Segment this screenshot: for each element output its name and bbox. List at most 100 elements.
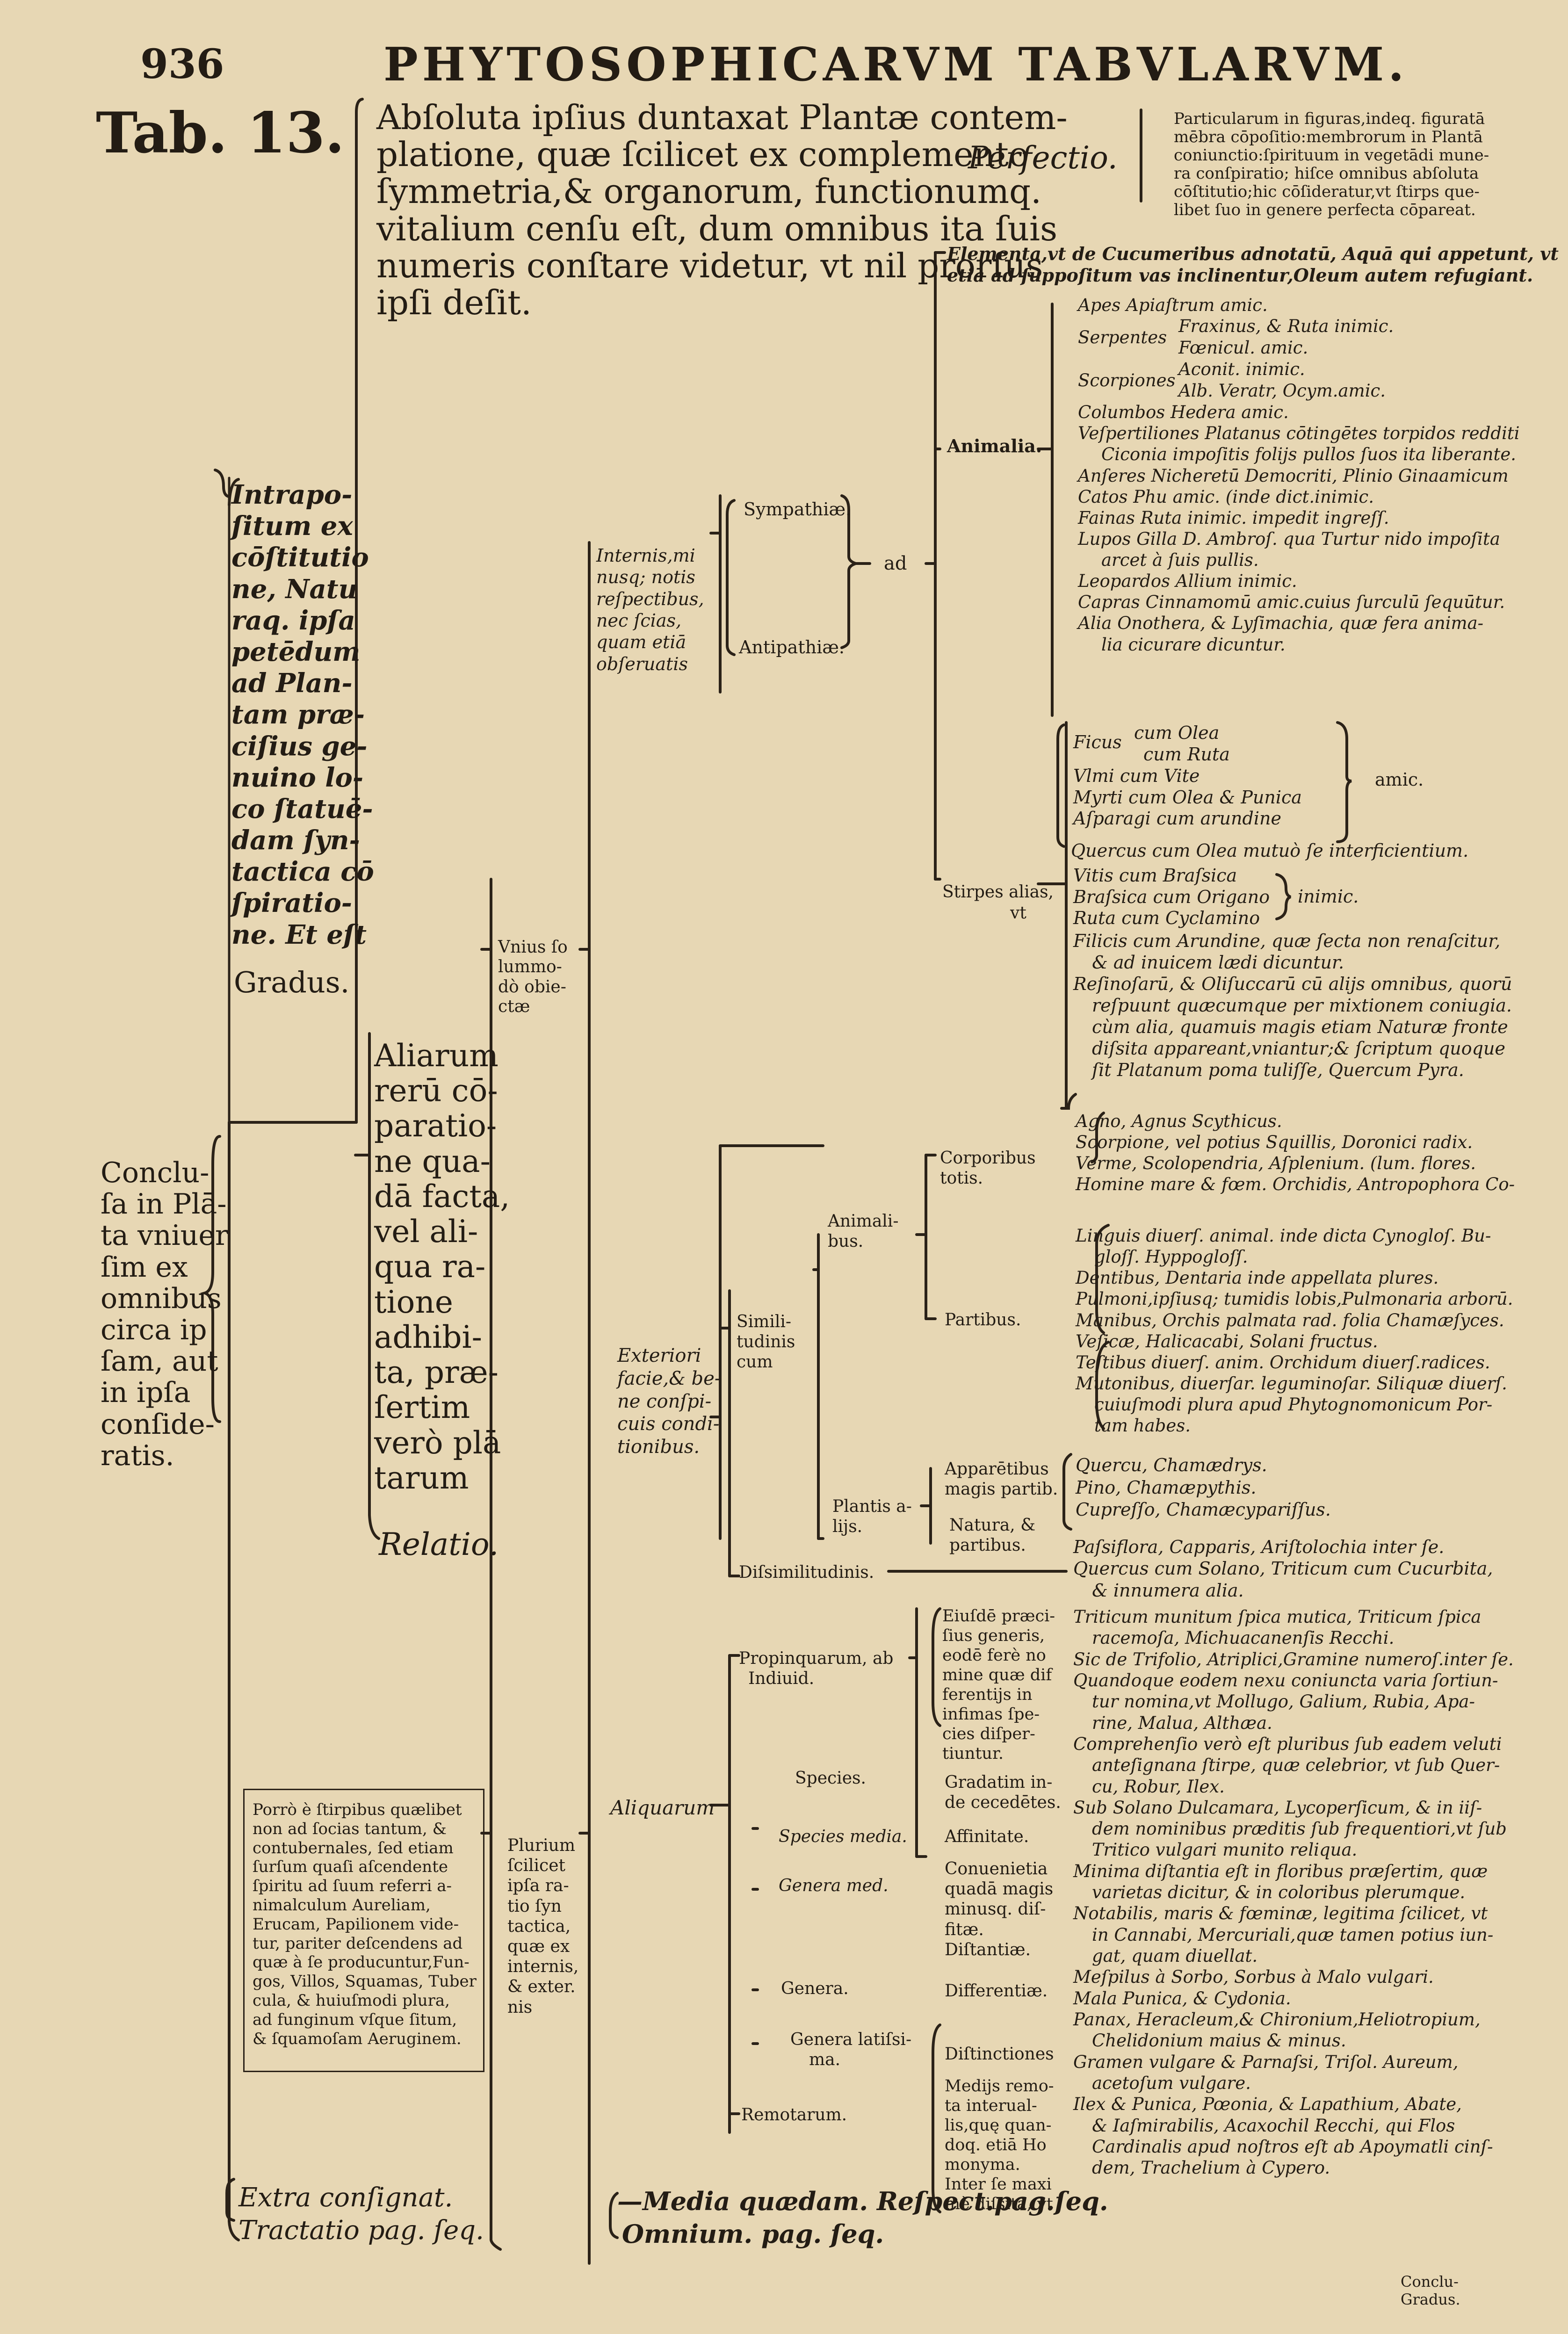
plantis-label: Plantis a- lijs. bbox=[832, 1496, 912, 1537]
partibus-label: Partibus. bbox=[945, 1310, 1021, 1330]
intrapositum-line: tactica cō bbox=[231, 856, 374, 888]
animalia-entry-head: Serpentes bbox=[1078, 327, 1167, 348]
plantis-app-line: Apparētibus bbox=[945, 1460, 1049, 1479]
absoluta-line: platione, quæ ſcilicet ex complemento bbox=[376, 135, 1029, 174]
stirpes-amic: amic. bbox=[1375, 769, 1424, 790]
animalia-entry: Anſeres Nicheretū Democriti, Plinio Gina… bbox=[1078, 465, 1509, 486]
elementa-line: etiā ad ſuppoſitum vas inclinentur,Oleum… bbox=[947, 264, 1533, 286]
right-entry: dem, Trachelium à Cypero. bbox=[1092, 2158, 1330, 2178]
stirpes-amic-line: Myrti cum Olea & Punica bbox=[1073, 787, 1302, 808]
right-entry: Sic de Trifolio, Atriplici,Gramine numer… bbox=[1073, 1649, 1514, 1669]
plurium-line: internis, bbox=[507, 1957, 579, 1977]
corporibus-entries: Agno, Agnus Scythicus. Scorpione, vel po… bbox=[1076, 1111, 1515, 1195]
footer-line-1: Conclu- bbox=[1401, 2273, 1459, 2291]
aliarum-line: adhibi- bbox=[374, 1319, 482, 1355]
plurium-line: & exter. bbox=[507, 1977, 576, 1997]
medijs-line: Inter ſe maxi bbox=[945, 2175, 1052, 2194]
stirpes-amic-sub: cum Olea bbox=[1134, 723, 1220, 743]
absoluta-block: Abſoluta ipſius duntaxat Plantæ contem- … bbox=[376, 99, 1068, 321]
plantis-line: Plantis a- bbox=[832, 1497, 912, 1516]
sympathiae-label: Sympathiæ. bbox=[744, 499, 852, 520]
animalia-entry: Ciconia impoſitis folijs pullos ſuos ita… bbox=[1101, 444, 1516, 465]
internis-block: Internis,mi nusq; notis reſpectibus, nec… bbox=[596, 545, 704, 675]
aliarum-block: Aliarum rerū cō- paratio- ne qua- dā fac… bbox=[374, 1038, 510, 1496]
animalia-entry-head: Scorpiones bbox=[1078, 370, 1176, 391]
stirpes-vt: vt bbox=[1010, 903, 1026, 923]
root-line: Conclu- bbox=[101, 1156, 210, 1189]
propinquarum-line: Propinquarum, ab bbox=[739, 1649, 894, 1668]
aliarum-line: ne qua- bbox=[374, 1143, 491, 1179]
dissimilitudinis-entry: & innumera alia. bbox=[1092, 1580, 1244, 1601]
partibus-entry: cuiuſmodi plura apud Phytognomonicum Por… bbox=[1094, 1395, 1493, 1415]
right-entry: tur nomina,vt Mollugo, Galium, Rubia, Ap… bbox=[1092, 1691, 1475, 1712]
aliarum-line: qua ra- bbox=[374, 1249, 486, 1285]
porro-line: contubernales, ſed etiam bbox=[253, 1838, 454, 1857]
aliarum-line: Aliarum bbox=[374, 1038, 499, 1074]
perfectio-note-line: ra conſpiratio; hiſce omnibus abſoluta bbox=[1174, 164, 1479, 183]
animalibus-line: bus. bbox=[828, 1232, 864, 1251]
genera-label: Genera. bbox=[781, 1979, 849, 1998]
plantis-entries: Quercu, Chamædrys. Pino, Chamæpythis. Cu… bbox=[1076, 1454, 1331, 1521]
right-entry: Ilex & Punica, Pœonia, & Lapathium, Abat… bbox=[1073, 2094, 1462, 2115]
corporibus-line: totis. bbox=[940, 1169, 983, 1188]
right-entry: Triticum munitum ſpica mutica, Triticum … bbox=[1073, 1607, 1481, 1627]
animalia-list: Apes Apiaſtrum amic. Serpentes Fraxinus,… bbox=[1078, 295, 1520, 655]
root-line: ſim ex bbox=[101, 1250, 188, 1284]
aliquarum-label: Aliquarum bbox=[610, 1796, 715, 1819]
medijs-line: monyma. bbox=[945, 2155, 1020, 2174]
porro-line: nimalculum Aureliam, bbox=[253, 1895, 431, 1915]
stirpes-label: Stirpes alias, bbox=[942, 882, 1054, 902]
medijs-line: ta interual- bbox=[945, 2096, 1037, 2115]
perfectio-note-line: mēbra cōpoſitio:membrorum in Plantā bbox=[1174, 128, 1483, 147]
right-lower-entries: Triticum munitum ſpica mutica, Triticum … bbox=[1073, 1606, 1514, 2178]
similitudinis-line: tudinis bbox=[737, 1332, 795, 1352]
right-entry: Panax, Heracleum,& Chironium,Heliotropiu… bbox=[1073, 2009, 1481, 2030]
conuen-line: Conuenietia bbox=[945, 1859, 1048, 1879]
remotarum-medijs: Medijs remo- ta interual- lis,quę quan- … bbox=[945, 2076, 1054, 2214]
stirpes-rest-line: cùm alia, quamuis magis etiam Naturæ fro… bbox=[1092, 1016, 1508, 1037]
aliarum-line: ta, præ- bbox=[374, 1354, 499, 1391]
vnius-line: lummo- bbox=[498, 957, 562, 977]
animalia-entry: Capras Cinnamomū amic.cuius ſurculū ſequ… bbox=[1078, 592, 1505, 613]
right-entry: Notabilis, maris & fœminæ, legitima ſcil… bbox=[1073, 1903, 1488, 1924]
stirpes-inimic-line: Braſsica cum Origano bbox=[1073, 886, 1270, 907]
right-entry: gat, quam diuellat. bbox=[1092, 1946, 1258, 1966]
corporibus-line: Corporibus bbox=[940, 1149, 1036, 1168]
extra-line-2: Tractatio pag. ſeq. bbox=[238, 2215, 484, 2246]
eiusde-line: cies diſper- bbox=[942, 1725, 1035, 1743]
eiusde-line: ſius generis, bbox=[942, 1626, 1045, 1645]
right-entry: cu, Robur, Ilex. bbox=[1092, 1776, 1225, 1797]
right-entry: dem nominibus præditis ſub frequentiori,… bbox=[1092, 1819, 1507, 1839]
plantis-app-line: magis partib. bbox=[945, 1480, 1058, 1499]
porro-line: ſurſum quaſi aſcendente bbox=[253, 1857, 448, 1877]
animalia-entry: Leopardos Allium inimic. bbox=[1078, 571, 1297, 592]
eiusde-line: infimas ſpe- bbox=[942, 1705, 1040, 1724]
genera-lat-label: Genera latiſsi- ma. bbox=[790, 2030, 911, 2070]
eiusde-line: mine quæ dif bbox=[942, 1666, 1052, 1684]
intrapositum-line: cōſtitutio bbox=[231, 542, 369, 573]
animalia-entry: arcet à ſuis pullis. bbox=[1101, 550, 1259, 570]
plurium-block: Plurium ſcilicet ipſa ra- tio ſyn tactic… bbox=[507, 1835, 578, 2017]
intrapositum-line: dam ſyn- bbox=[231, 825, 360, 856]
species-media-label: Species media. bbox=[779, 1827, 907, 1846]
exteriori-line: facie,& be- bbox=[617, 1367, 721, 1389]
stirpes-inimic-line: Ruta cum Cyclamino bbox=[1073, 908, 1260, 929]
intrapositum-line: ne. Et eſt bbox=[231, 919, 367, 950]
footer-catchword: Conclu- Gradus. bbox=[1401, 2273, 1460, 2309]
absoluta-line: Abſoluta ipſius duntaxat Plantæ contem- bbox=[376, 98, 1068, 137]
plantis-entry: Cupreſſo, Chamæcypariſſus. bbox=[1076, 1499, 1331, 1520]
animalia-entry: Catos Phu amic. (inde dict.inimic. bbox=[1078, 486, 1374, 507]
perfectio-label: Perfectio. bbox=[968, 140, 1118, 176]
porro-line: quæ à ſe producuntur,Fun- bbox=[253, 1953, 470, 1972]
plurium-line: Plurium bbox=[507, 1836, 575, 1855]
propinquarum-line: Indiuid. bbox=[748, 1669, 815, 1689]
stirpes-amic-sub: cum Ruta bbox=[1143, 744, 1230, 765]
eiusde-line: ferentijs in bbox=[942, 1685, 1033, 1704]
porro-note: Porrò è ſtirpibus quælibet non ad ſocias… bbox=[253, 1800, 477, 2048]
aliarum-line: ſertim bbox=[374, 1389, 470, 1426]
porro-line: gos, Villos, Squamas, Tuber bbox=[253, 1972, 477, 1991]
root-line: conſide- bbox=[101, 1408, 215, 1441]
extra-consignat: Extra conſignat. Tractatio pag. ſeq. bbox=[238, 2182, 484, 2247]
intrapositum-line: ſitum ex bbox=[231, 511, 353, 542]
plurium-line: nis bbox=[507, 1997, 533, 2017]
